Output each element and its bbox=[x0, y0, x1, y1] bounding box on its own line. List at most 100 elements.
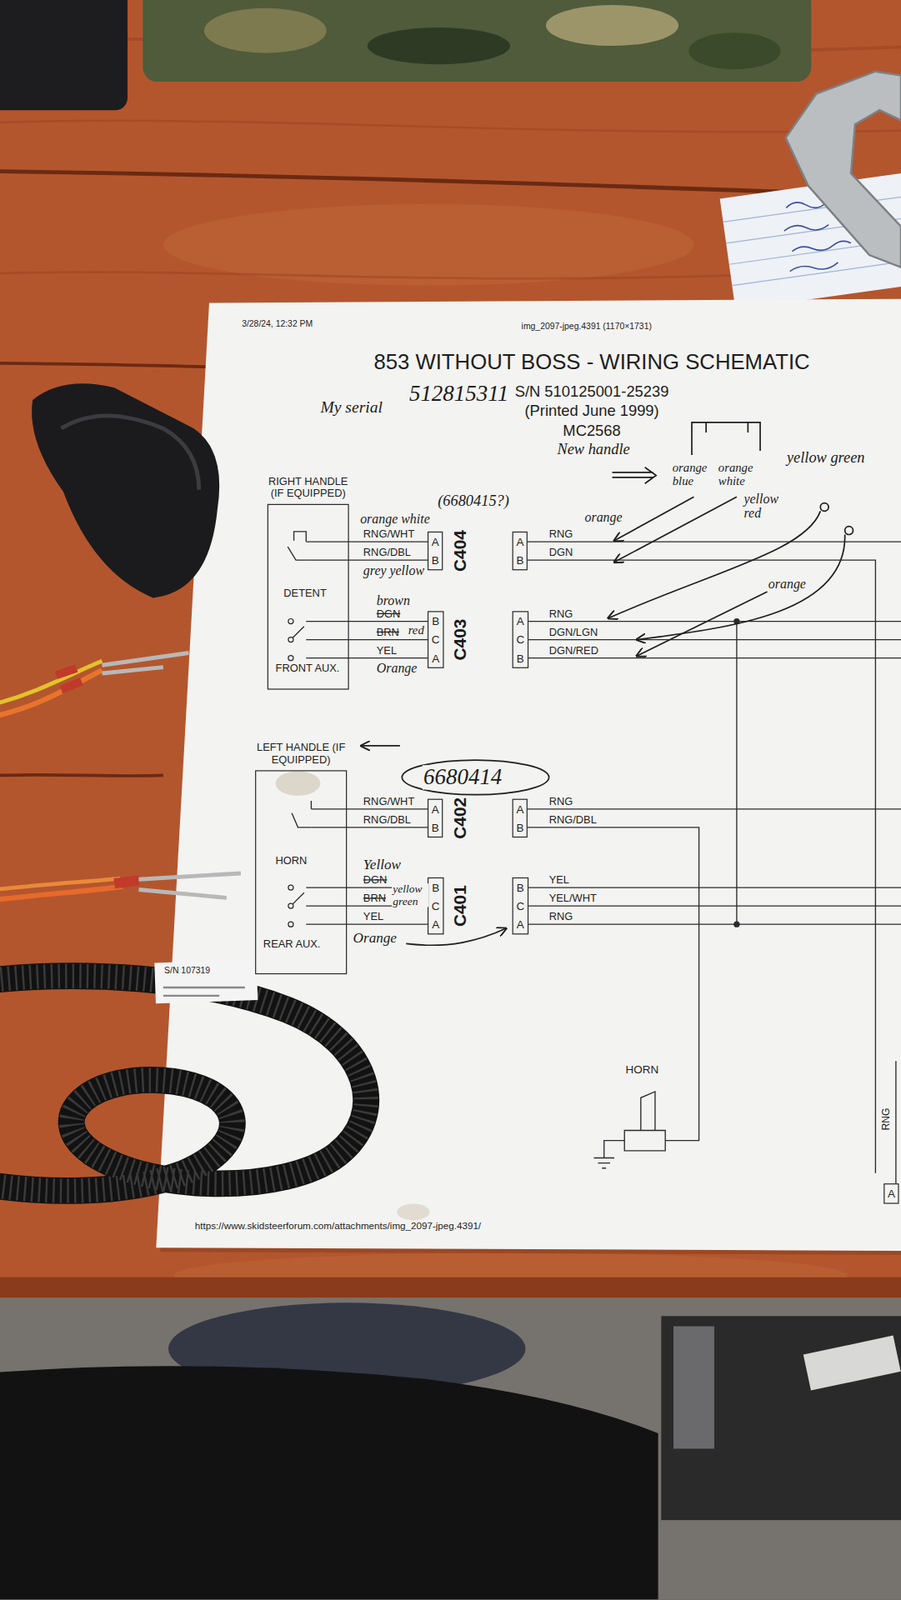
floor bbox=[0, 1297, 901, 1600]
handwritten-note: orange white bbox=[717, 460, 761, 487]
wire bbox=[305, 809, 434, 925]
pin-letter: B bbox=[513, 818, 527, 837]
switch-name: DETENT bbox=[283, 587, 326, 600]
tag-print bbox=[163, 987, 246, 997]
wire-label: RNG bbox=[547, 528, 574, 541]
pin-letter: A bbox=[428, 800, 442, 819]
handwritten-note: Orange bbox=[351, 931, 398, 947]
pen-circle bbox=[401, 760, 549, 796]
connector-id: C404 bbox=[451, 529, 471, 573]
wire-label: S/N 510125001-25239 bbox=[513, 383, 670, 401]
pen-arrow bbox=[608, 510, 821, 619]
switch-name: REAR AUX. bbox=[263, 938, 321, 951]
connector-pins: AB bbox=[512, 799, 529, 839]
pen-arrow bbox=[614, 496, 694, 541]
connector-pins: BCA bbox=[427, 877, 445, 936]
conduit-tag bbox=[154, 959, 258, 1004]
handwritten-note: grey yellow bbox=[362, 564, 426, 580]
pin-letter: B bbox=[428, 818, 442, 837]
tag-number: S/N 107319 bbox=[163, 966, 211, 976]
contact bbox=[288, 637, 294, 643]
wire-label: DGN bbox=[362, 874, 389, 886]
pin-letter: C bbox=[513, 630, 528, 650]
junction-dot bbox=[733, 921, 740, 927]
wire-label: YEL bbox=[362, 911, 386, 923]
equipment bbox=[803, 1336, 901, 1392]
wire bbox=[520, 541, 901, 1174]
equipment bbox=[660, 1316, 901, 1521]
wire-label: RNG/DBL bbox=[547, 814, 598, 826]
contact bbox=[288, 921, 294, 927]
connector-pins: AB bbox=[512, 531, 529, 571]
connector-pins: AB bbox=[427, 531, 444, 571]
connector-pins: BCA bbox=[427, 610, 445, 669]
wire-label: RNG bbox=[880, 1106, 891, 1132]
table-edge bbox=[0, 1277, 901, 1298]
wire-label: YEL/WHT bbox=[547, 892, 598, 905]
pin-letter: C bbox=[513, 896, 528, 916]
wood-grain bbox=[0, 272, 735, 280]
connector-id: C402 bbox=[451, 796, 471, 841]
black-case bbox=[0, 0, 128, 111]
pin-letter: A bbox=[513, 532, 527, 551]
pin-letter: C bbox=[428, 630, 443, 650]
print-header: 3/28/24, 12:32 PM bbox=[240, 319, 314, 329]
wrench bbox=[785, 71, 901, 268]
terminal-box: A bbox=[883, 1183, 900, 1204]
diagram-title: 853 WITHOUT BOSS - WIRING SCHEMATIC bbox=[373, 350, 810, 374]
plank-seam bbox=[0, 363, 220, 368]
wire-label: RNG/DBL bbox=[362, 814, 413, 826]
plank-seam bbox=[0, 171, 901, 196]
wire-label: RNG/WHT bbox=[362, 528, 416, 541]
contact bbox=[288, 903, 294, 909]
pen-circle bbox=[845, 526, 854, 536]
handwritten-note: Orange bbox=[375, 660, 419, 676]
pin-letter: B bbox=[428, 612, 443, 631]
connector-pins: ACB bbox=[512, 610, 530, 669]
terminal bbox=[101, 653, 189, 674]
handwritten-note: brown bbox=[375, 594, 412, 610]
handwritten-note: yellow green bbox=[785, 449, 866, 466]
handle-box: LEFT HANDLE (IF EQUIPPED)HORNREAR AUX. bbox=[255, 741, 347, 975]
wire-label: DGN bbox=[375, 608, 402, 621]
pin-letter: A bbox=[513, 612, 528, 631]
conduit-ribs bbox=[0, 976, 366, 1192]
horn-switch bbox=[291, 800, 311, 828]
wire-label: BRN bbox=[362, 892, 388, 905]
conduit bbox=[0, 976, 366, 1192]
connector-id: C403 bbox=[451, 617, 471, 661]
pin-letter: B bbox=[428, 550, 442, 570]
switch-name: HORN bbox=[275, 855, 308, 867]
pin-letter: B bbox=[513, 649, 528, 668]
equipment bbox=[673, 1326, 715, 1450]
chair bbox=[0, 1366, 659, 1600]
wire bbox=[305, 541, 434, 659]
handwritten-note: orange bbox=[767, 577, 808, 593]
wire bbox=[0, 878, 121, 890]
contact bbox=[288, 885, 294, 891]
camo-spot bbox=[688, 32, 781, 70]
plank-seam bbox=[0, 775, 164, 776]
wire-label: DGN/LGN bbox=[547, 626, 599, 639]
wire bbox=[0, 670, 102, 716]
print-header: img_2097-jpeg.4391 (1170×1731) bbox=[520, 322, 653, 332]
contact bbox=[288, 618, 294, 624]
wire-label: YEL bbox=[547, 874, 571, 886]
wire-label: (Printed June 1999) bbox=[523, 403, 661, 421]
print-header: https://www.skidsteerforum.com/attachmen… bbox=[194, 1221, 483, 1232]
contact bbox=[288, 655, 294, 661]
handwritten-note: orange white bbox=[359, 512, 431, 528]
pen-circle bbox=[820, 503, 829, 512]
pen-annotations bbox=[360, 422, 853, 946]
wire-label: DGN bbox=[547, 546, 574, 559]
pin-letter: A bbox=[513, 800, 527, 819]
pin-letter: B bbox=[513, 878, 528, 897]
handwritten-note: Yellow bbox=[362, 856, 403, 873]
pen-arrow bbox=[636, 534, 846, 640]
camo-spot bbox=[204, 8, 327, 54]
pin-letter: C bbox=[428, 896, 443, 916]
pin-letter: A bbox=[513, 915, 528, 934]
handwritten-note: yellow green bbox=[391, 883, 429, 907]
